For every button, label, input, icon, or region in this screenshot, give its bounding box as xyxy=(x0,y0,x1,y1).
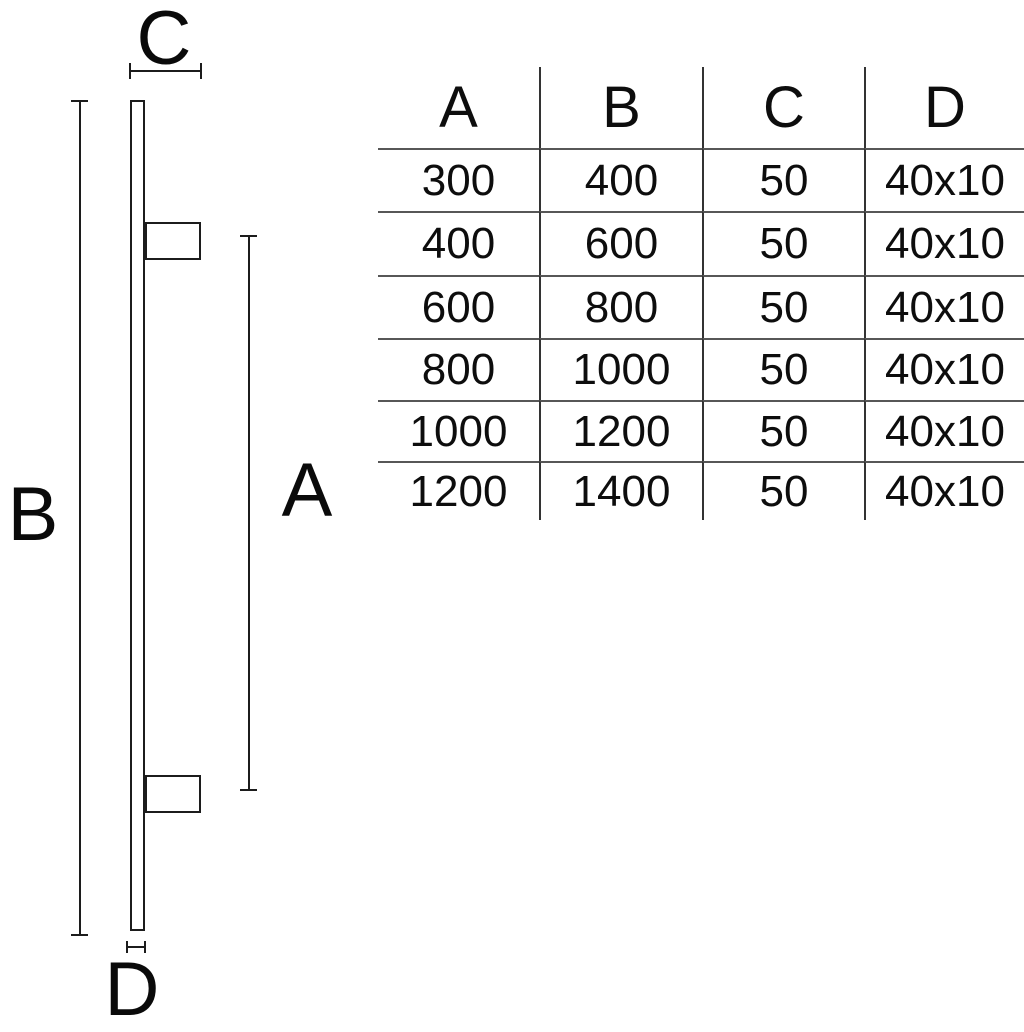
table-cell: 1000 xyxy=(378,400,539,461)
handle-mount-top xyxy=(145,222,201,260)
dim-tick-c-right xyxy=(200,63,202,79)
dim-tick-c-left xyxy=(129,63,131,79)
dim-tick-b-top xyxy=(71,100,88,102)
dim-line-a xyxy=(248,236,250,791)
table-cell: 1000 xyxy=(539,338,702,400)
table-cell: 50 xyxy=(702,461,864,520)
table-cell: 50 xyxy=(702,211,864,275)
table-cell: 40x10 xyxy=(864,400,1024,461)
table-cell: 600 xyxy=(539,211,702,275)
handle-drawing: B A C D xyxy=(0,0,378,1028)
dim-label-b: B xyxy=(7,472,59,557)
spec-table: A B C D 300 400 50 40x10 400 600 50 40x1… xyxy=(378,67,1024,520)
dim-line-c xyxy=(130,70,202,72)
table-cell: 40x10 xyxy=(864,148,1024,211)
table-cell: 400 xyxy=(539,148,702,211)
table-cell: 1400 xyxy=(539,461,702,520)
table-header-c: C xyxy=(702,67,864,148)
table-cell: 800 xyxy=(539,275,702,338)
dim-label-a: A xyxy=(281,448,333,533)
table-cell: 800 xyxy=(378,338,539,400)
table-cell: 1200 xyxy=(539,400,702,461)
table-cell: 40x10 xyxy=(864,338,1024,400)
table-cell: 300 xyxy=(378,148,539,211)
table-cell: 50 xyxy=(702,338,864,400)
dim-tick-d-right xyxy=(144,941,146,953)
table-cell: 50 xyxy=(702,400,864,461)
table-header-a: A xyxy=(439,74,478,140)
table-cell: 40x10 xyxy=(864,275,1024,338)
dim-label-d: D xyxy=(104,947,160,1032)
table-header-d: D xyxy=(864,67,1024,148)
dim-tick-a-top xyxy=(240,235,257,237)
table-cell: 1200 xyxy=(378,461,539,520)
table-cell: 40x10 xyxy=(864,461,1024,520)
table-cell: 600 xyxy=(378,275,539,338)
table-cell: 50 xyxy=(702,148,864,211)
dim-line-d xyxy=(127,946,146,948)
dim-label-c: C xyxy=(136,0,192,81)
dim-tick-b-bottom xyxy=(71,934,88,936)
table-cell: 400 xyxy=(378,211,539,275)
handle-mount-bottom xyxy=(145,775,201,813)
table-cell: 40x10 xyxy=(864,211,1024,275)
dim-line-b xyxy=(79,101,81,936)
table-cell: 50 xyxy=(702,275,864,338)
dim-tick-d-left xyxy=(126,941,128,953)
table-header-b: B xyxy=(539,67,702,148)
dim-tick-a-bottom xyxy=(240,789,257,791)
handle-bar-outline xyxy=(130,100,145,931)
